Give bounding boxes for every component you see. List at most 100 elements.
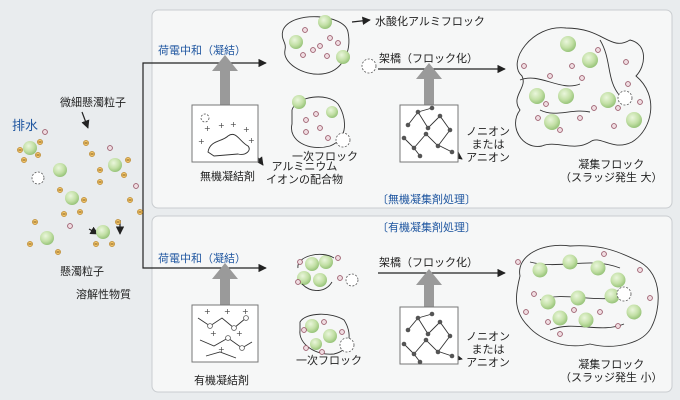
dissolved-particle (303, 129, 309, 135)
top-step1-label: 荷電中和（凝結） (158, 44, 246, 57)
bottom-step1-label: 荷電中和（凝結） (158, 252, 246, 265)
dissolved-particle (569, 63, 575, 69)
dissolved-particle (637, 267, 643, 273)
dissolved-particle (310, 47, 316, 53)
dissolved-particle (317, 43, 323, 49)
suspended-particle (540, 294, 556, 310)
positive-charge-icon: + (242, 307, 249, 316)
suspended-particle (532, 262, 548, 278)
polymer-strand (519, 39, 621, 114)
dissolved-particle (295, 279, 301, 285)
dissolved-particle (297, 259, 303, 265)
precipitate-particle (345, 273, 359, 287)
suspended-particle (326, 106, 338, 118)
floc-boundary (297, 254, 335, 291)
suspended-particle (600, 92, 616, 108)
dissolved-particle (579, 75, 585, 81)
inorganic-section-title: 〔無機凝集剤処理〕 (377, 193, 476, 206)
polymer-node (429, 311, 435, 317)
dissolved-particle (327, 35, 333, 41)
positive-charge-icon: + (218, 121, 225, 130)
top-primary-floc-label: 一次フロック (292, 150, 358, 163)
polymer-node (417, 153, 423, 159)
dissolved-particle (547, 73, 553, 79)
suspended-particle (23, 141, 37, 155)
positive-charge-icon: + (198, 137, 205, 146)
bottom-result-label: 凝集フロック （スラッジ発生 小） (560, 358, 663, 384)
polymer-node (429, 105, 435, 111)
dissolved-particle (535, 115, 541, 121)
suspended-particle (570, 290, 586, 306)
suspended-particle (323, 329, 337, 343)
suspended-particle (310, 338, 322, 350)
dissolved-particle (571, 307, 577, 313)
dissolved-particle (313, 111, 319, 117)
polymer-node (415, 109, 421, 115)
polymer-end (231, 325, 237, 331)
dissolved-matter-label: 溶解性物質 (76, 288, 131, 301)
dissolved-particle (339, 329, 345, 335)
top-step2-label: 架橋（フロック化） (379, 52, 478, 65)
up-arrows (212, 55, 442, 307)
suspended-particle (319, 255, 333, 269)
dissolved-particle (324, 53, 330, 59)
dissolved-particle (543, 101, 549, 107)
polymer-node (447, 333, 453, 339)
dissolved-particle (319, 349, 325, 355)
dissolved-particle (107, 145, 113, 151)
precipitate-particle (361, 58, 377, 74)
polymer-end (225, 335, 231, 341)
polymer-node (435, 349, 441, 355)
dissolved-particle (335, 255, 341, 261)
top-ion-label: アルミニウム イオンの配合物 (266, 160, 343, 186)
floc-boundary (515, 27, 652, 147)
dissolved-particle (337, 275, 343, 281)
dissolved-particle (647, 295, 653, 301)
precipitate-particle (617, 90, 633, 106)
suspended-particle (108, 158, 122, 172)
dissolved-particle (335, 40, 341, 46)
dissolved-particle (577, 115, 583, 121)
dissolved-particle (42, 129, 48, 135)
polymer-node (411, 351, 417, 357)
polymer-end (243, 315, 249, 321)
suspended-particle (558, 88, 574, 104)
polymer-node (437, 113, 443, 119)
suspended-particle (53, 163, 67, 177)
polymer-node (449, 149, 455, 155)
dissolved-particle (615, 323, 621, 329)
polymer-node (425, 331, 431, 337)
polymer-node (401, 135, 407, 141)
suspended-particle (552, 310, 568, 326)
suspended-particle (610, 272, 626, 288)
positive-charge-icon: + (236, 329, 243, 338)
bottom-step2-label: 架橋（フロック化） (379, 256, 478, 269)
dissolved-particle (531, 291, 537, 297)
dissolved-particle (523, 309, 529, 315)
top-floc-label: 水酸化アルミフロック (375, 15, 485, 28)
suspended-particle (336, 50, 350, 64)
dissolved-particle (591, 105, 597, 111)
bottom-coagulant-label: 有機凝結剤 (194, 374, 249, 387)
suspended-particle (96, 225, 110, 239)
top-polymer-label: ノニオン または アニオン (466, 125, 510, 164)
dissolved-particle (301, 327, 307, 333)
suspended-particle (626, 112, 642, 128)
positive-charge-icon: + (204, 307, 211, 316)
dissolved-particle (637, 99, 643, 105)
suspended-particle (305, 257, 319, 271)
positive-charge-icon: + (224, 307, 231, 316)
polymer-node (437, 319, 443, 325)
polymer-node (423, 337, 429, 343)
organic-panel (151, 215, 673, 393)
suspended-particle (313, 273, 327, 287)
polymer-node (405, 122, 411, 128)
suspended-particle (292, 95, 306, 109)
suspended-particle (289, 35, 303, 49)
dissolved-particle (317, 125, 323, 131)
precipitate-particle (31, 171, 45, 185)
suspended-particle (562, 254, 578, 270)
suspended-particle (529, 88, 545, 104)
suspended-particle (582, 52, 598, 68)
precipitate-particle (616, 286, 632, 302)
